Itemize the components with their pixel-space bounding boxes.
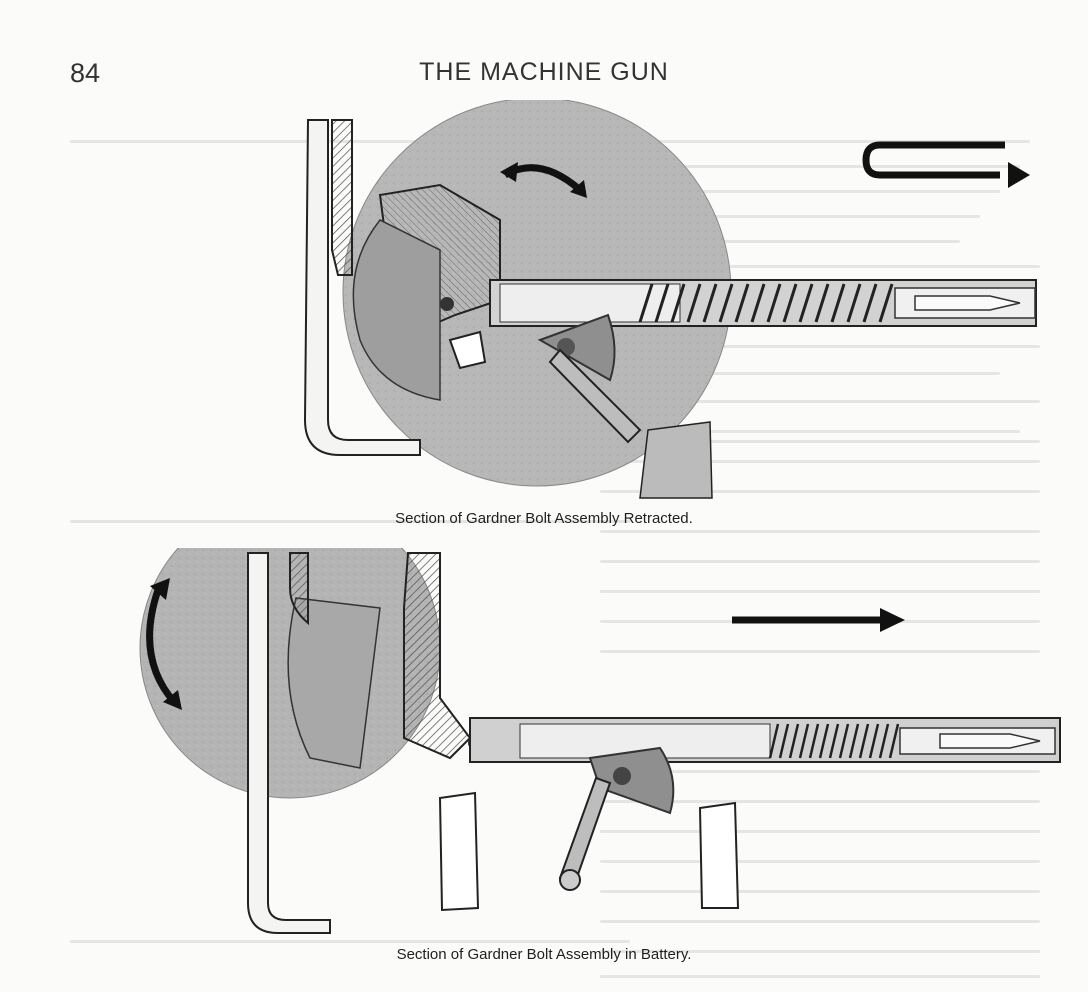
crank-arm: [558, 776, 612, 885]
curved-arrow-icon: [146, 588, 178, 706]
gear-sector: [588, 746, 675, 815]
figure-bolt-retracted: Section of Gardner Bolt Assembly Retract…: [0, 100, 1088, 540]
bolt-in-battery-drawing: [139, 548, 1061, 934]
carrier-block: [403, 552, 472, 760]
page-number: 84: [70, 58, 101, 88]
gear-sector: [537, 313, 616, 382]
cam-segment: [352, 219, 441, 401]
cartridge: [914, 295, 1021, 311]
running-head: THE MACHINE GUN: [419, 58, 669, 86]
bolt-spring: [638, 283, 894, 323]
bolt-retracted-drawing: [303, 100, 1037, 499]
breech-frame: [303, 119, 421, 456]
figure-caption-in-battery: Section of Gardner Bolt Assembly in Batt…: [396, 946, 692, 963]
u-turn-arrow-icon: [862, 141, 1005, 179]
figure-bolt-in-battery: Section of Gardner Bolt Assembly in Batt…: [0, 548, 1088, 968]
bolt-spring: [768, 723, 900, 759]
figure-caption-retracted: Section of Gardner Bolt Assembly Retract…: [395, 510, 693, 527]
cartridge: [939, 733, 1041, 749]
breech-frame: [247, 552, 331, 934]
crank-arm: [548, 348, 642, 444]
